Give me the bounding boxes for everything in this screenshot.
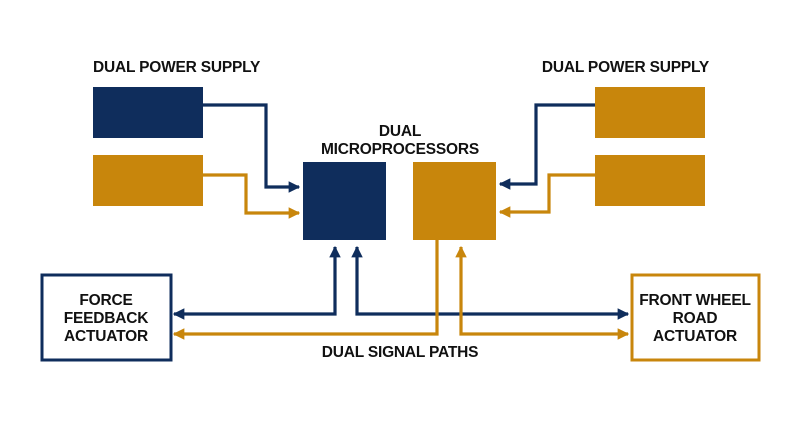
road-actuator-box [630,273,761,362]
microprocessors-label-line2: MICROPROCESSORS [321,141,479,158]
force-actuator-line3: ACTUATOR [64,328,148,345]
microprocessors-label-line1: DUAL [379,123,421,140]
road-actuator-line1: FRONT WHEEL [639,292,750,309]
signal-path-gold-right [455,245,630,340]
signal-paths-label: DUAL SIGNAL PATHS [322,344,479,361]
microprocessor-secondary [413,162,496,240]
road-actuator-line3: ACTUATOR [653,328,737,345]
signal-path-navy-right [351,245,630,320]
force-actuator-line2: FEEDBACK [64,310,150,327]
signal-path-gold-left [172,240,439,340]
power-supply-right-label: DUAL POWER SUPPLY [542,59,710,76]
power-arrow-right-gold [498,173,595,218]
road-actuator-line2: ROAD [673,310,718,327]
power-supply-left-label: DUAL POWER SUPPLY [93,59,261,76]
power-arrow-right-navy [498,103,595,190]
power-arrow-left-navy [203,103,301,193]
power-supply-left-secondary [93,155,203,206]
microprocessor-primary [303,162,386,240]
power-supply-left-primary [93,87,203,138]
force-feedback-actuator-box [40,273,173,362]
power-supply-right-secondary [595,155,705,206]
power-arrow-left-gold [203,173,301,219]
power-supply-right-primary [595,87,705,138]
force-actuator-line1: FORCE [79,292,132,309]
signal-path-navy-left [172,245,341,320]
